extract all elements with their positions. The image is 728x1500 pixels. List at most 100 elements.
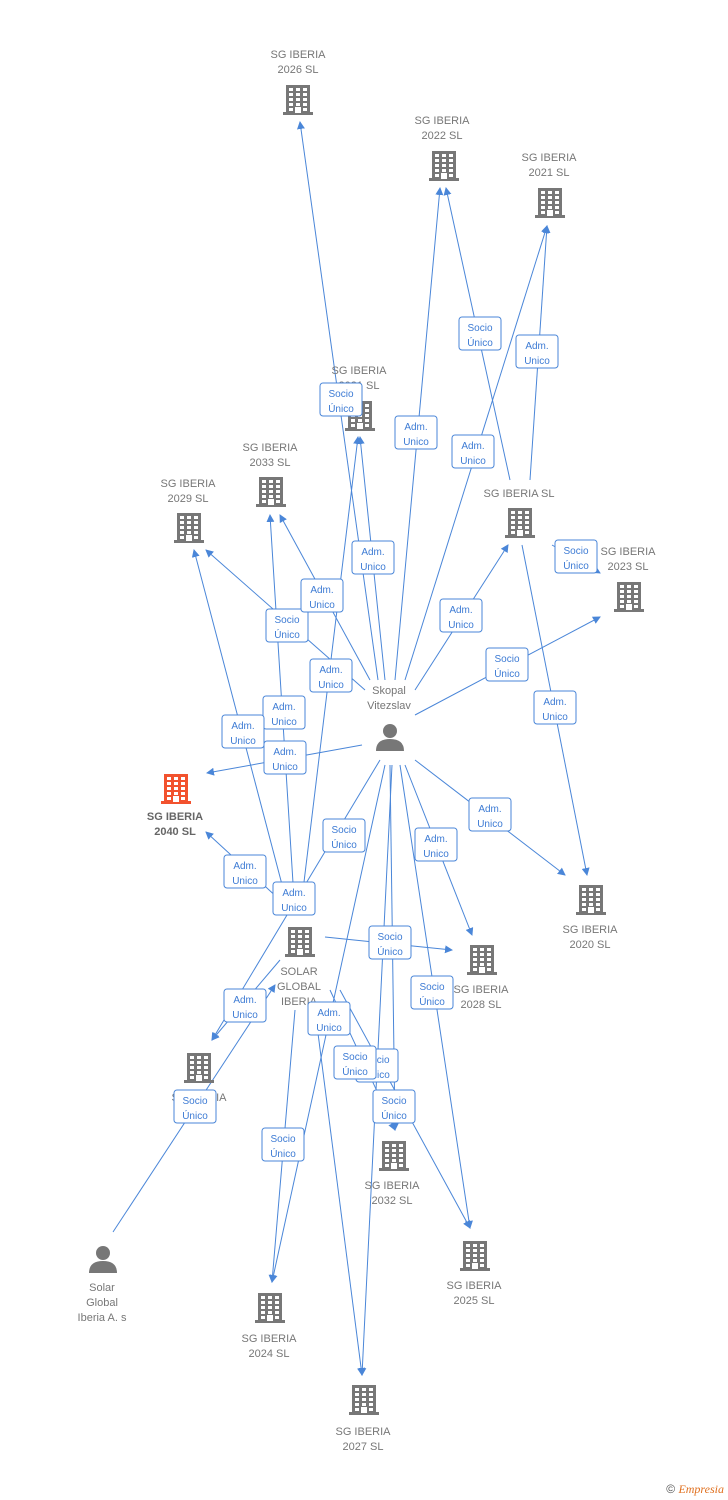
edge-label-text: Unico	[542, 712, 568, 723]
edge-label-text: Socio	[364, 1055, 389, 1066]
edge-label-text: Unico	[460, 456, 486, 467]
node-sg2025[interactable]: SG IBERIA 2025 SL	[446, 1241, 502, 1307]
node-label: 2023 SL	[608, 561, 649, 573]
node-label: SG IBERIA	[562, 924, 618, 936]
building-icon	[283, 85, 313, 115]
node-label: SG IBERIA	[335, 1426, 391, 1438]
building-icon	[285, 927, 315, 957]
edge-label-text: Socio	[494, 654, 519, 665]
edge-label-text: Socio	[563, 546, 588, 557]
node-label: 2040 SL	[154, 826, 196, 838]
node-label: 2027 SL	[343, 1441, 384, 1453]
edge-label-text: Adm.	[404, 422, 427, 433]
node-sgiberia[interactable]: SG IBERIA SL	[484, 488, 555, 538]
building-icon	[614, 582, 644, 612]
edge-label-text: Adm.	[449, 605, 472, 616]
node-label: SG IBERIA	[270, 49, 326, 61]
node-sg2023[interactable]: SG IBERIA 2023 SL	[600, 546, 656, 612]
edge-label-text: Unico	[281, 903, 307, 914]
node-label: SG IBERIA	[600, 546, 656, 558]
edge-label-text: Adm.	[273, 747, 296, 758]
edge-label-text: Unico	[309, 600, 335, 611]
edge-label-text: Adm.	[317, 1008, 340, 1019]
edge-label[interactable]: Adm.Unico	[223, 988, 267, 1023]
edge-label[interactable]: Adm. Unico	[451, 434, 495, 469]
edge-label-text: Socio	[182, 1096, 207, 1107]
node-label: SG IBERIA	[242, 442, 298, 454]
edge-label-text: Adm.	[282, 888, 305, 899]
edge-label[interactable]: Adm.Unico	[515, 334, 559, 369]
edge-label-text: Adm.	[525, 341, 548, 352]
node-label: 2033 SL	[250, 457, 291, 469]
node-label: 2032 SL	[372, 1195, 413, 1207]
edge-label[interactable]: Adm. Unico	[414, 827, 458, 862]
node-label: SG IBERIA	[446, 1280, 502, 1292]
edge-label-text: Único	[377, 945, 403, 958]
edge-label[interactable]: Adm.Unico	[439, 598, 483, 633]
edge-label[interactable]: Adm.Unico	[263, 740, 307, 775]
edge-label[interactable]: Adm.Unico	[309, 658, 353, 693]
edge-label-text: Unico	[316, 1023, 342, 1034]
node-sg2033[interactable]: SG IBERIA 2033 SL	[242, 442, 298, 507]
edge-label[interactable]: Adm.Unico	[394, 415, 438, 450]
edge-label-text: Único	[328, 402, 354, 415]
edge-label-text: Socio	[270, 1134, 295, 1145]
edge-label[interactable]: Adm.Unico	[223, 854, 267, 889]
edge-label-text: Adm.	[424, 834, 447, 845]
node-label: 2026 SL	[278, 64, 319, 76]
node-label: 2022 SL	[422, 130, 463, 142]
edge-label-text: Unico	[423, 849, 449, 860]
edge-label[interactable]: Adm.Unico	[351, 540, 395, 575]
edge-label[interactable]: Adm.Unico	[533, 690, 577, 725]
edge-label-text: Socio	[274, 615, 299, 626]
edge-label[interactable]: Adm. Unico	[300, 578, 344, 613]
node-label: SOLAR	[280, 966, 317, 978]
edge-label-text: Adm.	[461, 441, 484, 452]
edge-label[interactable]: Adm. Unico	[272, 881, 316, 916]
node-label: SG IBERIA	[453, 984, 509, 996]
edge-label[interactable]: Adm.Unico	[221, 714, 265, 749]
edge-label[interactable]: Adm.Unico	[468, 797, 512, 832]
edge-label[interactable]: Adm. Unico	[307, 1001, 351, 1036]
node-label: 2028 SL	[461, 999, 502, 1011]
edge-label-text: Adm.	[233, 995, 256, 1006]
building-icon	[349, 1385, 379, 1415]
brand-logo[interactable]: Empresia	[678, 1482, 724, 1496]
edge-label-text: Socio	[328, 389, 353, 400]
node-label: SG IBERIA	[521, 152, 577, 164]
node-sg2027[interactable]: SG IBERIA 2027 SL	[335, 1385, 391, 1453]
edge-label-text: Adm.	[272, 702, 295, 713]
edge-label-text: Único	[342, 1065, 368, 1078]
node-label: 2025 SL	[454, 1295, 495, 1307]
edge-label[interactable]: Adm.Unico	[262, 695, 306, 730]
node-label: SG IBERIA SL	[484, 488, 555, 500]
node-sg2026[interactable]: SG IBERIA 2026 SL	[270, 49, 326, 115]
building-icon	[379, 1141, 409, 1171]
node-sg2028[interactable]: SG IBERIA 2028 SL	[453, 945, 509, 1011]
edge-label-text: Socio	[467, 323, 492, 334]
building-icon	[184, 1053, 214, 1083]
edge-label-text: Adm.	[310, 585, 333, 596]
